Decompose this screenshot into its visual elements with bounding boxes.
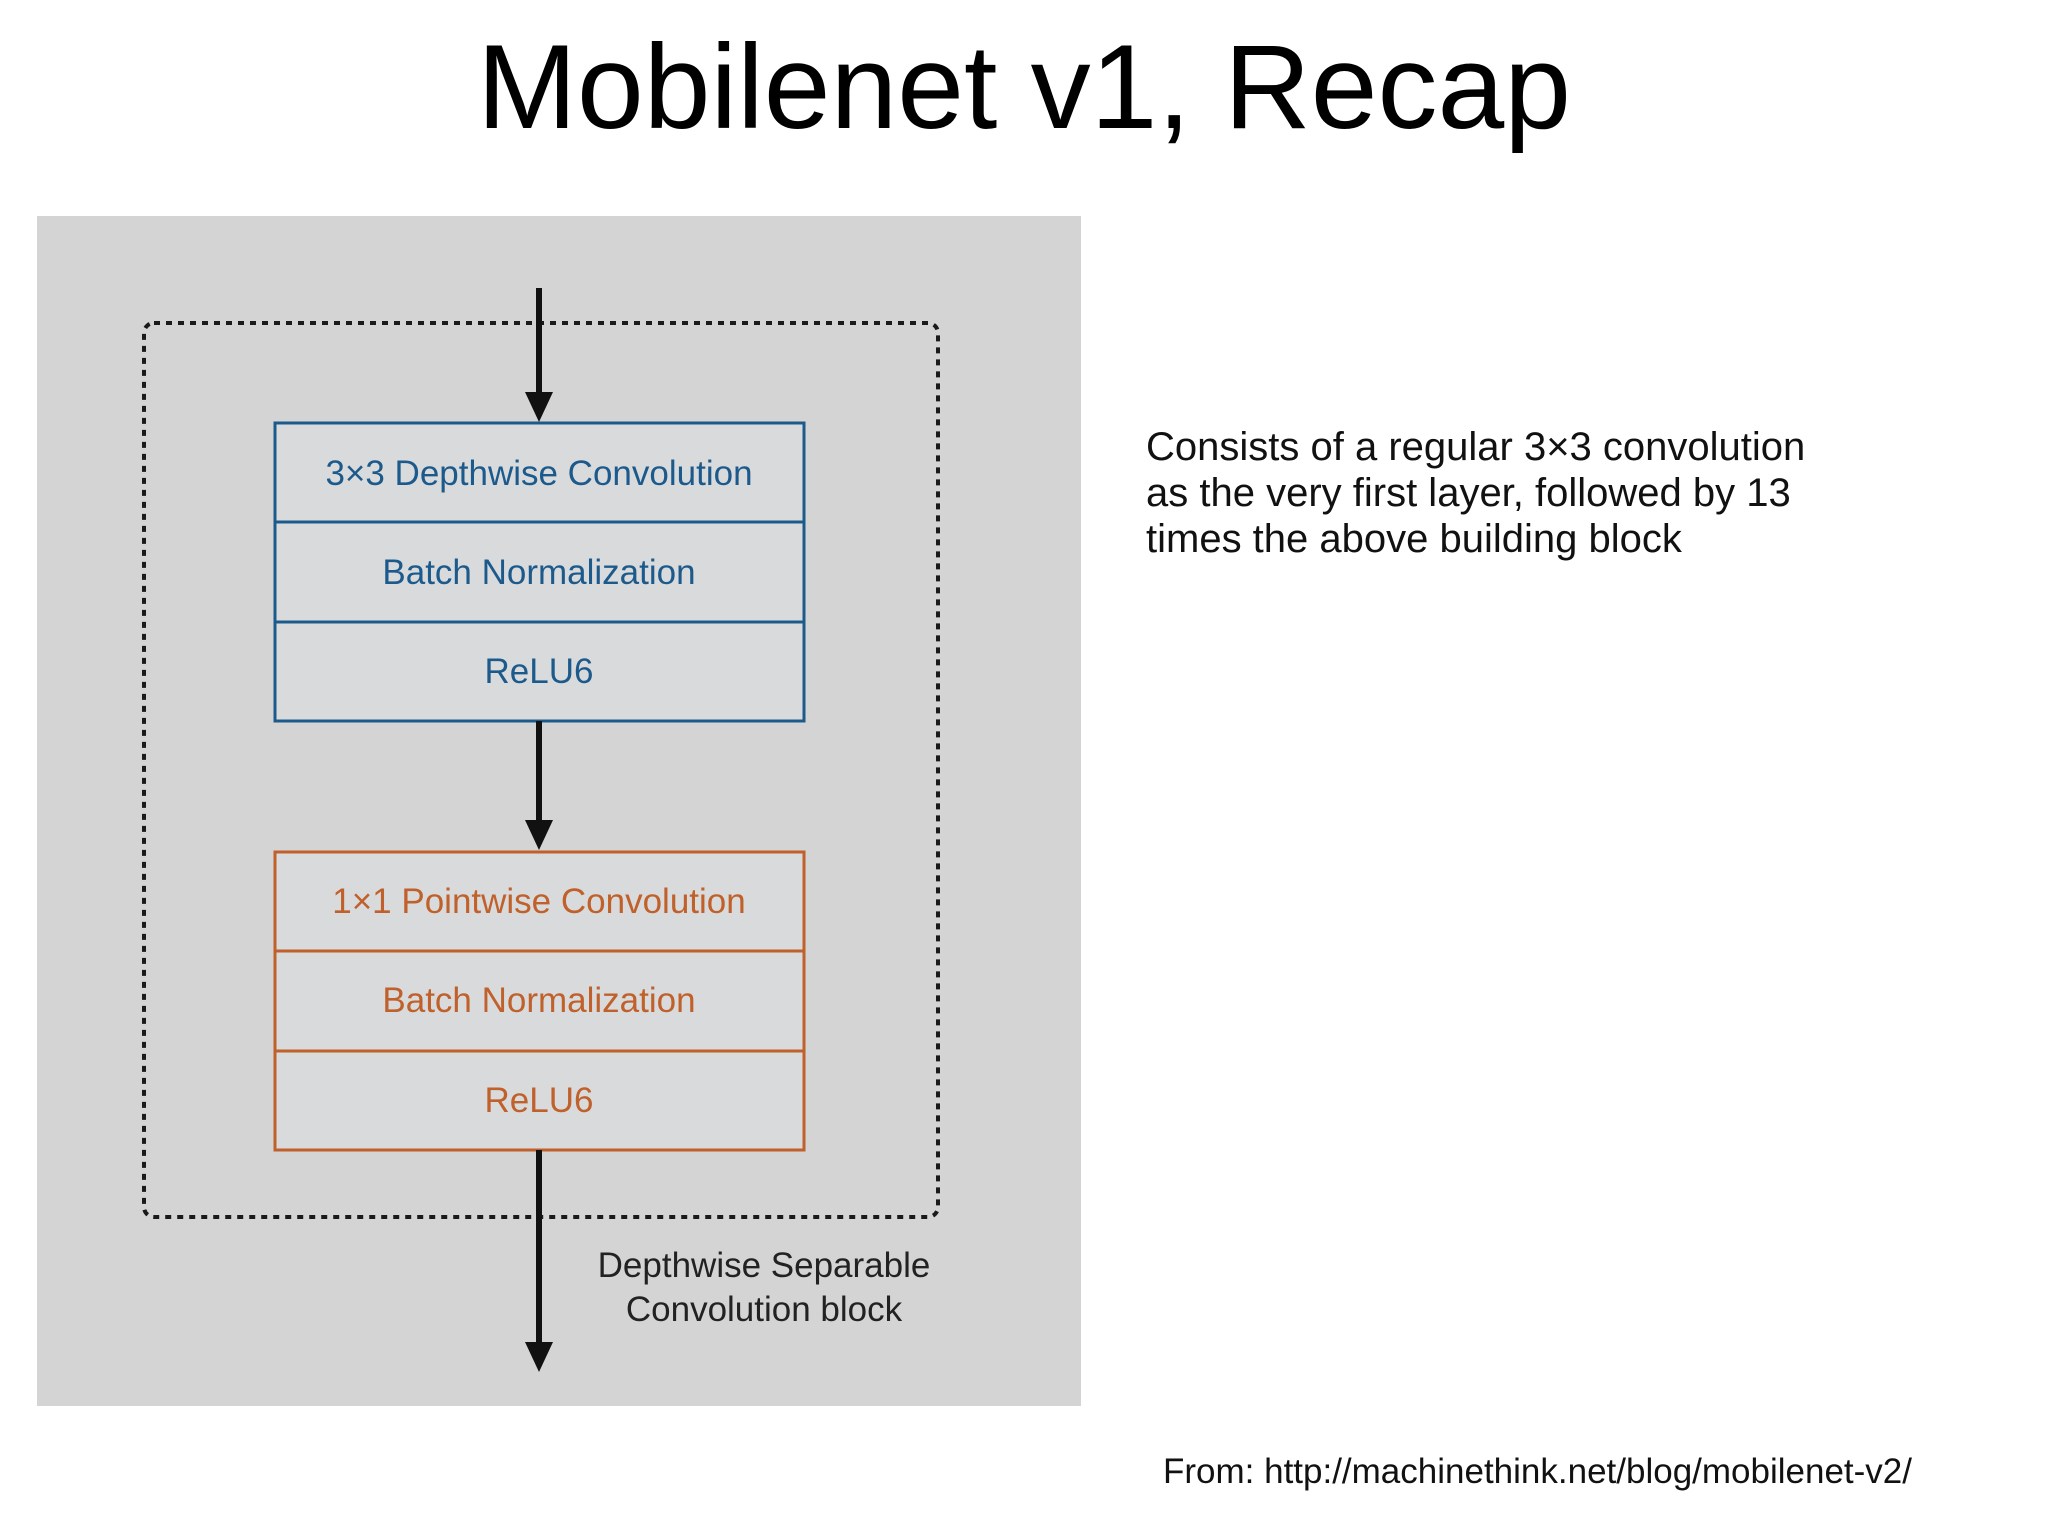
slide-title: Mobilenet v1, Recap: [477, 20, 1571, 154]
depthwise-batchnorm-label: Batch Normalization: [382, 553, 695, 592]
diagram-svg: 3×3 Depthwise Convolution Batch Normaliz…: [142, 288, 940, 1372]
input-arrow: [525, 288, 553, 422]
description-line-1: Consists of a regular 3×3 convolution: [1146, 425, 1806, 469]
output-arrow: [525, 1150, 553, 1372]
description-line-2: as the very first layer, followed by 13: [1146, 471, 1791, 515]
depthwise-conv-label: 3×3 Depthwise Convolution: [325, 454, 752, 493]
pointwise-batchnorm-label: Batch Normalization: [382, 981, 695, 1020]
description: Consists of a regular 3×3 convolution as…: [1146, 424, 1926, 562]
block-caption-line-1: Depthwise Separable: [598, 1246, 931, 1285]
pointwise-block: 1×1 Pointwise Convolution Batch Normaliz…: [273, 850, 806, 1152]
diagram-figure: 3×3 Depthwise Convolution Batch Normaliz…: [37, 216, 1081, 1406]
source-citation: From: http://machinethink.net/blog/mobil…: [1163, 1452, 1912, 1491]
block-caption-line-2: Convolution block: [626, 1290, 903, 1329]
middle-arrow: [525, 721, 553, 850]
description-line-3: times the above building block: [1146, 517, 1682, 561]
depthwise-relu6-label: ReLU6: [485, 652, 594, 691]
depthwise-block: 3×3 Depthwise Convolution Batch Normaliz…: [273, 421, 806, 723]
pointwise-conv-label: 1×1 Pointwise Convolution: [332, 882, 745, 921]
pointwise-relu6-label: ReLU6: [485, 1081, 594, 1120]
